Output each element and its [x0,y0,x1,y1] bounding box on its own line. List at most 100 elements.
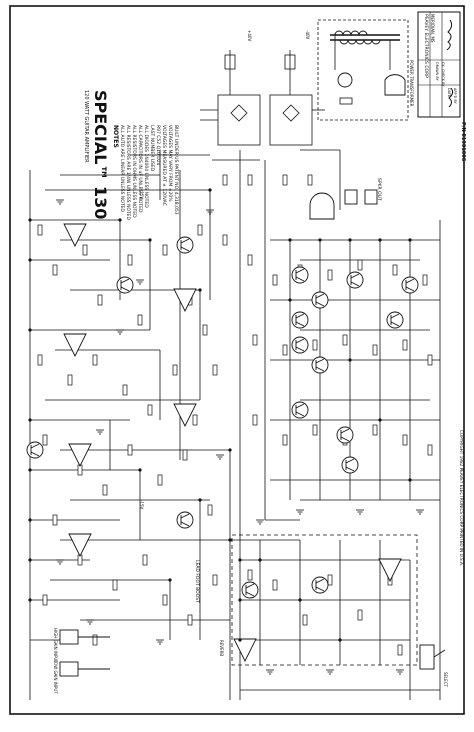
sheet-border [9,5,465,715]
transistor-collector [315,293,325,299]
transistor [116,276,134,294]
transistor-emitter [295,321,305,327]
resistor [127,254,133,266]
low-gain-input-label: LOW GAIN INPUT [53,660,58,694]
junction-dot [288,238,292,242]
resistor [147,404,153,416]
transistor-emitter [295,346,305,352]
transistor-collector [315,578,325,584]
transistor [291,311,309,329]
resistor [37,354,43,366]
junction-dot [28,468,32,472]
transistor [336,426,354,444]
resistor [372,424,378,436]
appd-by-label: APP'D BY [453,88,457,105]
resistor [402,339,408,351]
transformer-label: POWER TRANSFORMER [409,60,414,107]
junction-dot [228,538,232,542]
transistor-collector [315,358,325,364]
title-block: PEAVEY ELECTRONICS CORP MERIDIAN, MS DRA… [417,11,461,118]
resistor [427,444,433,456]
resistor [127,444,133,456]
rail-m15-label: -15V [139,500,144,510]
power-transformer: POWER TRANSFORMER [317,19,414,121]
transistor-collector [295,338,305,344]
transistor [311,291,329,309]
output-section-box [231,534,418,666]
op-amp [63,223,87,248]
resistor [192,414,198,426]
op-amp [233,638,257,663]
resistor [252,334,258,346]
transistor-collector [340,428,350,434]
resistor [272,274,278,286]
note-line: VOLTAGES MEASURED AT ± 120VAC [161,125,167,206]
resistor [372,344,378,356]
transistor-emitter [315,301,325,307]
junction-dot [138,468,142,472]
junction-dot [298,598,302,602]
copyright-footer: COPYRIGHT 1982 PEAVEY ELECTRONICS CORP P… [459,430,464,566]
op-amp [68,533,92,558]
op-amp [173,288,197,313]
transistor [26,441,44,459]
signature [448,87,454,108]
select-switch [419,644,446,670]
junction-dot [348,238,352,242]
date-label: DATE [447,88,451,97]
resistor [282,174,288,186]
resistor [172,364,178,376]
transistor [176,236,194,254]
transistor-emitter [350,281,360,287]
resistor [137,314,143,326]
ground-symbols [56,199,424,675]
resistor [392,264,398,276]
resistor [212,574,218,586]
high-gain-input-label: HIGH GAIN INPUT [53,628,58,663]
note-line: ALL RESISTORS ARE 1/4W UNLESS NOTED [125,125,131,220]
resistor [162,244,168,256]
junction-dot [28,418,32,422]
op-amp [63,333,87,358]
transistor [311,576,329,594]
resistor [247,254,253,266]
resistor [202,324,208,336]
resistor [342,334,348,346]
note-line: R97 C52 Q10 D24 [155,125,161,166]
resistor [247,569,253,581]
transistor [346,271,364,289]
transistor-emitter [180,246,190,252]
junction-dot [198,288,202,292]
transistor-collector [405,278,415,284]
resistor [397,644,403,656]
transistor-emitter [315,366,325,372]
resistor [82,244,88,256]
op-amp [173,403,197,428]
note-line: VOLTAGES MAY VARY FROM ±20% [167,125,173,202]
junction-dot [228,448,232,452]
junction-dot [378,418,382,422]
rail-pos-label: +40V [247,30,252,41]
note-line: BUILT UNDER US PATENT NO. 4,318,053 [173,125,179,215]
resistor [207,504,213,516]
note-line: ALL CAPACITORS IN uF UNLESS NOTED [137,125,143,213]
transistor-collector [350,273,360,279]
resistor [282,344,288,356]
junction-dot [28,558,32,562]
resistor [272,579,278,591]
transistor [341,456,359,474]
lead-boost-label: LEAD FOOT BOOST [194,560,200,603]
resistor [212,364,218,376]
resistor [312,424,318,436]
op-amp [68,443,92,468]
resistor [427,354,433,366]
transistor-collector [295,268,305,274]
notes-heading: NOTES [112,125,119,148]
resistor [42,594,48,606]
junction-dot [408,478,412,482]
notes-block: NOTES ALL AUTO ARE LINEAR UNLESS NOTED A… [112,125,179,220]
transistor [401,276,419,294]
resistor [402,434,408,446]
resistor [102,484,108,496]
transistor-collector [30,443,40,449]
